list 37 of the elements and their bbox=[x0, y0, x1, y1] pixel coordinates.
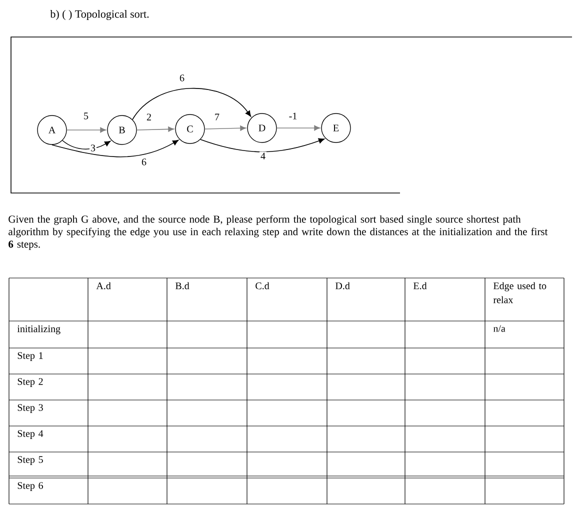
edge-label: 7 bbox=[214, 112, 220, 122]
row-label: Step 5 bbox=[18, 456, 43, 465]
graph-vertex: C bbox=[175, 114, 205, 144]
arrow bbox=[132, 88, 252, 120]
column-header: D.d bbox=[335, 282, 350, 290]
row-label: Step 6 bbox=[18, 482, 44, 491]
edge-label: 5 bbox=[82, 112, 90, 120]
arrow bbox=[136, 126, 174, 132]
graph-vertex: D bbox=[247, 113, 277, 143]
column-header: E.d bbox=[413, 282, 427, 290]
edge-label: -1 bbox=[288, 112, 298, 120]
row-label: Step 3 bbox=[18, 404, 43, 413]
arrow bbox=[52, 140, 179, 158]
row-label: initializing bbox=[17, 325, 60, 334]
column-header: C.d bbox=[256, 282, 270, 290]
graph-vertex: E bbox=[321, 113, 351, 143]
arrow bbox=[204, 126, 246, 131]
title: b) ( ) Topological sort. bbox=[50, 10, 149, 20]
row-label: Step 2 bbox=[18, 378, 43, 387]
cell-text: n/a bbox=[493, 325, 506, 332]
edge-label: 6 bbox=[140, 158, 148, 166]
edge-label: 3 bbox=[90, 144, 96, 152]
graph-vertex: A bbox=[37, 115, 67, 145]
arrow bbox=[276, 125, 320, 131]
question-text: Given the graph G above, and the source node B, please perform the topological sort based single source shortest path algorithm by specifying the edge you use in each relaxing step and write down the distances at the initialization and the first 6 steps. bbox=[8, 215, 548, 250]
column-header: B.d bbox=[175, 282, 190, 290]
column-header: A.d bbox=[96, 282, 111, 290]
column-header: Edge used to relax bbox=[493, 282, 546, 304]
edge-label: 4 bbox=[260, 152, 266, 160]
row-label: Step 4 bbox=[18, 430, 44, 439]
edge-label: 2 bbox=[146, 112, 152, 122]
arrow bbox=[200, 138, 325, 152]
arrow bbox=[66, 127, 106, 133]
row-label: Step 1 bbox=[18, 352, 43, 361]
edge-label: 6 bbox=[178, 74, 186, 82]
graph-vertex: B bbox=[107, 115, 137, 145]
arrow bbox=[62, 140, 111, 150]
